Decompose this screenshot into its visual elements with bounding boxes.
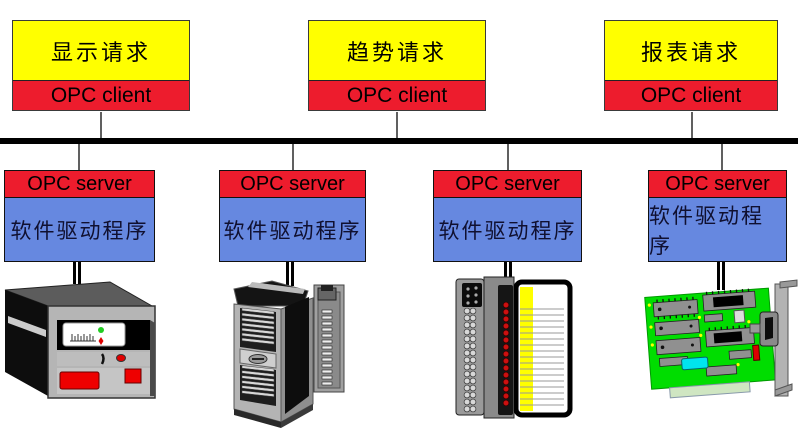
- interface-card-icon: [644, 279, 798, 399]
- opc-server-bar: OPC server: [220, 171, 365, 198]
- driver-box: 软件驱动程序: [434, 198, 581, 261]
- driver-box: 软件驱动程序: [5, 198, 154, 261]
- client-box-display: 显示请求 OPC client: [12, 20, 190, 111]
- driver-box: 软件驱动程序: [220, 198, 365, 261]
- connector-line: [507, 144, 509, 170]
- opc-client-bar: OPC client: [309, 81, 485, 110]
- connector-line: [396, 112, 398, 138]
- server-box-4: OPC server 软件驱动程序: [648, 170, 787, 262]
- device-cable: [504, 262, 512, 290]
- server-tower-icon: [233, 280, 345, 428]
- connector-line: [691, 112, 693, 138]
- request-label: 报表请求: [605, 21, 777, 81]
- device-cable: [286, 262, 294, 286]
- request-label: 显示请求: [13, 21, 189, 81]
- opc-server-bar: OPC server: [5, 171, 154, 198]
- connector-line: [721, 144, 723, 170]
- connector-line: [292, 144, 294, 170]
- client-box-trend: 趋势请求 OPC client: [308, 20, 486, 111]
- driver-box: 软件驱动程序: [649, 198, 786, 261]
- opc-server-bar: OPC server: [434, 171, 581, 198]
- opc-client-bar: OPC client: [605, 81, 777, 110]
- opc-server-bar: OPC server: [649, 171, 786, 198]
- server-box-3: OPC server 软件驱动程序: [433, 170, 582, 262]
- device-cable: [717, 262, 725, 290]
- client-box-report: 报表请求 OPC client: [604, 20, 778, 111]
- connector-line: [78, 144, 80, 170]
- panel-meter-icon: [4, 281, 156, 399]
- bus-line: [0, 138, 798, 144]
- connector-line: [100, 112, 102, 138]
- opc-client-bar: OPC client: [13, 81, 189, 110]
- server-box-2: OPC server 软件驱动程序: [219, 170, 366, 262]
- request-label: 趋势请求: [309, 21, 485, 81]
- plc-io-module-icon: [455, 276, 573, 419]
- server-box-1: OPC server 软件驱动程序: [4, 170, 155, 262]
- device-cable: [73, 262, 81, 284]
